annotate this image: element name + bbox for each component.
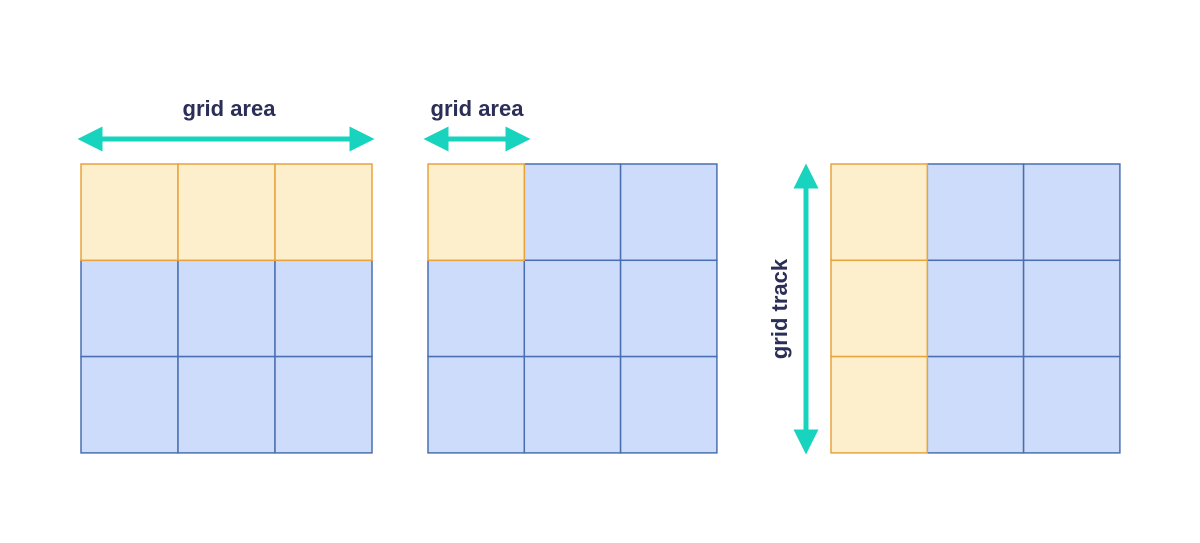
grid-cell [926,259,1025,358]
grid-cell [926,163,1025,262]
diagram-1-label: grid area [183,96,277,121]
grid-cell [1022,259,1121,358]
grid-cell [274,259,373,358]
highlighted-grid-cell [830,259,929,358]
diagram-1-grid [80,163,373,454]
grid-cell [619,259,718,358]
grid-cell [274,355,373,454]
grid-cell [80,355,179,454]
highlighted-grid-cell [80,163,179,262]
diagram-2-label: grid area [431,96,525,121]
grid-cell [80,259,179,358]
diagram-2: grid area [423,96,718,454]
grid-cell [177,259,276,358]
grid-cell [523,259,622,358]
highlighted-grid-cell [830,163,929,262]
grid-cell [1022,355,1121,454]
highlighted-grid-cell [427,163,526,262]
diagram-3-label: grid track [767,258,792,359]
diagram-1: grid area [77,96,375,454]
highlighted-grid-cell [274,163,373,262]
grid-cell [427,259,526,358]
diagram-3-grid [830,163,1121,454]
diagram-3: grid track [767,163,1121,455]
highlighted-grid-cell [830,355,929,454]
diagram-2-grid [427,163,718,454]
grid-cell [523,163,622,262]
grid-cell [1022,163,1121,262]
grid-cell [523,355,622,454]
grid-cell [177,355,276,454]
grid-cell [619,163,718,262]
highlighted-grid-cell [177,163,276,262]
grid-cell [926,355,1025,454]
grid-cell [619,355,718,454]
grid-cell [427,355,526,454]
